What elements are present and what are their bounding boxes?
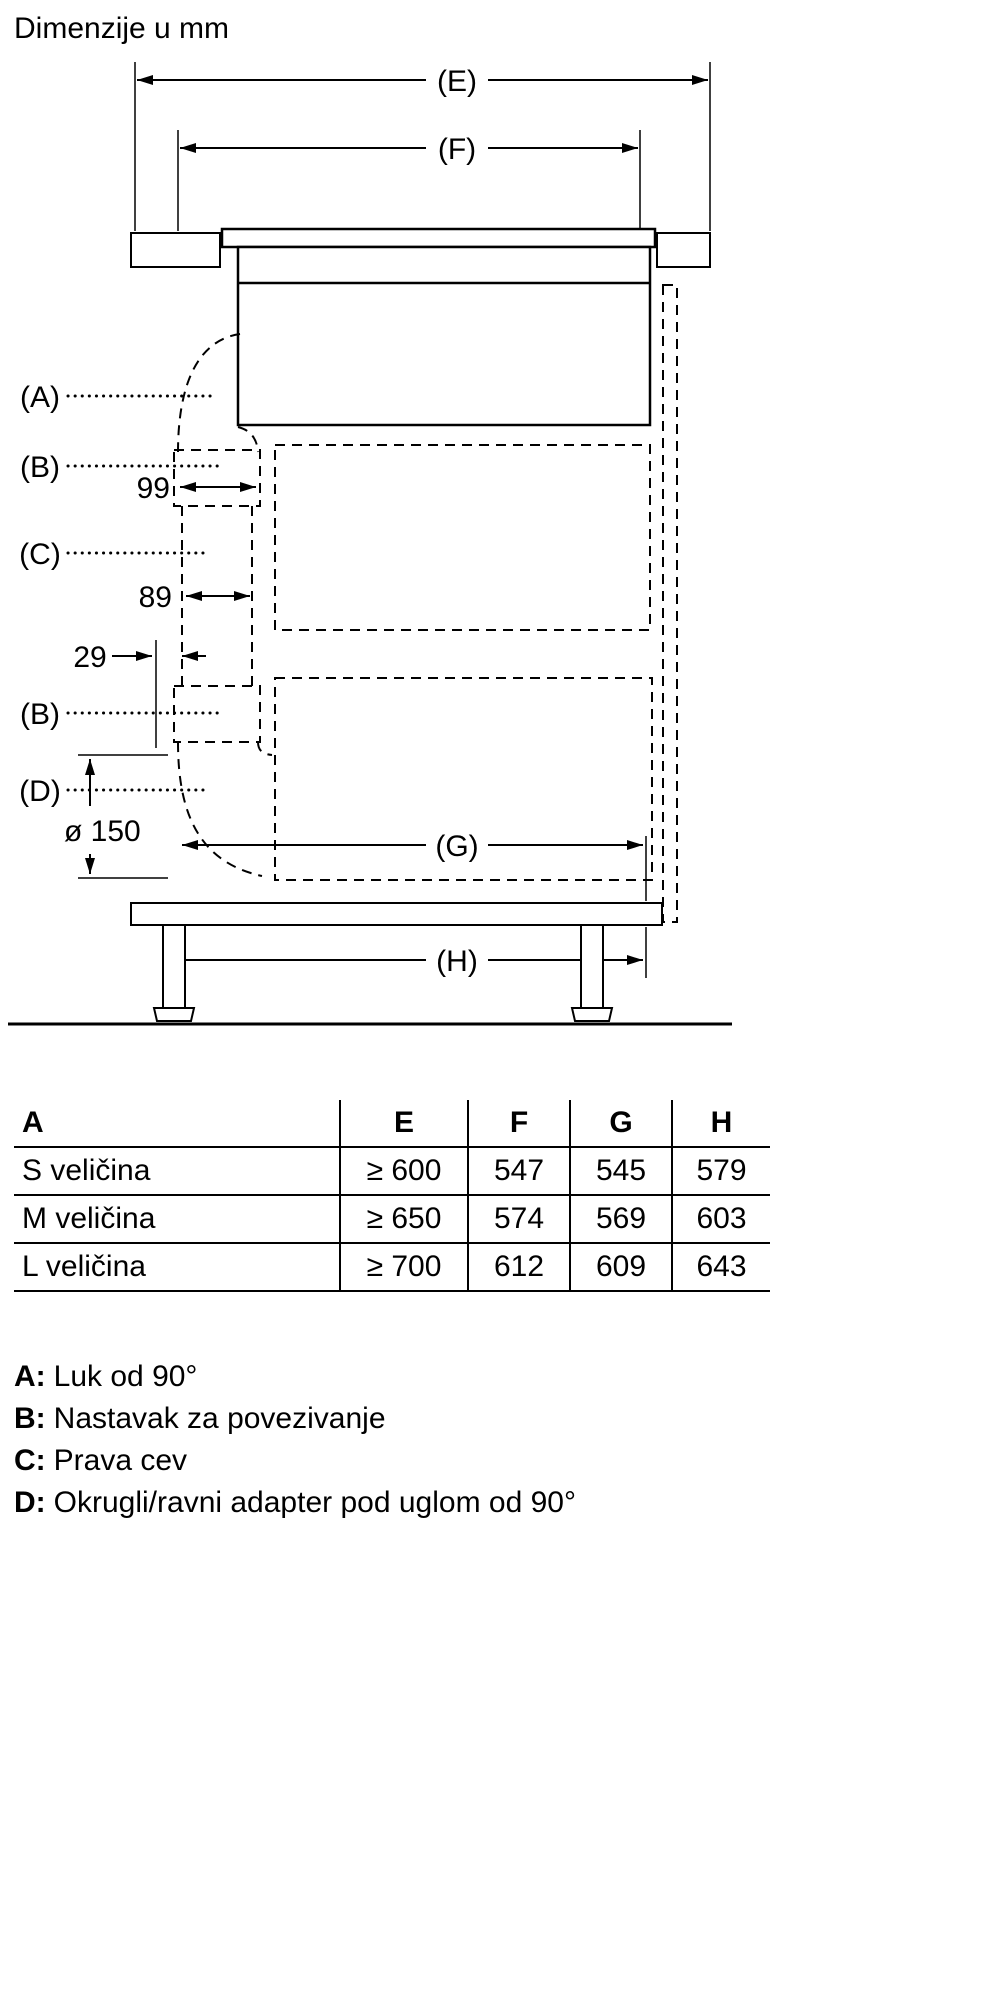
dimension-arrows (85, 75, 708, 965)
value-e: ≥ 650 (339, 1195, 468, 1244)
legend-item-b: B:Nastavak za povezivanje (14, 1398, 576, 1440)
table-row: S veličina ≥ 600 547 545 579 (14, 1147, 770, 1196)
left-foot (152, 1007, 196, 1022)
table-header-row: A E F G H (14, 1100, 770, 1148)
adapter-d-outer (177, 741, 263, 877)
label-c: (C) (19, 538, 61, 571)
elbow-a-outer (177, 333, 241, 453)
value-g: 609 (569, 1243, 672, 1292)
legend-text-d: Okrugli/ravni adapter pod uglom od 90° (53, 1486, 576, 1519)
value-f: 612 (467, 1243, 570, 1292)
cabinet-lower (274, 677, 653, 881)
worktop-and-hob (130, 227, 711, 427)
legend: A:Luk od 90° B:Nastavak za povezivanje C… (14, 1356, 576, 1524)
hob-glass (220, 227, 657, 249)
value-f: 547 (467, 1147, 570, 1196)
right-leg (580, 924, 604, 1009)
value-e: ≥ 700 (339, 1243, 468, 1292)
installation-diagram: (E) (F) (A) (B) 99 (C) 89 29 (B) (D) ø 1… (8, 62, 732, 1026)
value-h: 643 (671, 1243, 770, 1292)
label-b1: (B) (20, 451, 60, 484)
row-size-label: L veličina (14, 1243, 340, 1292)
legend-key-c: C: (14, 1444, 46, 1477)
legend-key-a: A: (14, 1360, 46, 1393)
legend-text-c: Prava cev (53, 1444, 188, 1477)
legend-item-a: A:Luk od 90° (14, 1356, 576, 1398)
table-row: M veličina ≥ 650 574 569 603 (14, 1195, 770, 1244)
page-title: Dimenzije u mm (14, 12, 230, 45)
dim-f-label: (F) (438, 133, 476, 166)
bottom-shelf (130, 902, 663, 926)
dim-29-label: 29 (73, 641, 106, 674)
dim-g-label: (G) (435, 830, 478, 863)
table-header-a: A (14, 1100, 340, 1148)
extension-lines (78, 62, 711, 978)
elbow-a-inner (237, 426, 259, 453)
table-header-g: G (569, 1100, 672, 1148)
dim-e-label: (E) (437, 65, 477, 98)
dim-diameter-label: ø 150 (64, 815, 141, 848)
left-leg (162, 924, 186, 1009)
right-foot (570, 1007, 614, 1022)
table-header-h: H (671, 1100, 770, 1148)
worktop-right (656, 232, 711, 268)
label-a: (A) (20, 381, 60, 414)
legend-key-d: D: (14, 1486, 46, 1519)
legend-key-b: B: (14, 1402, 46, 1435)
value-h: 603 (671, 1195, 770, 1244)
value-h: 579 (671, 1147, 770, 1196)
dimensions-table: A E F G H S veličina ≥ 600 547 545 579 M… (14, 1100, 770, 1292)
row-size-label: S veličina (14, 1147, 340, 1196)
label-d: (D) (19, 775, 61, 808)
value-g: 569 (569, 1195, 672, 1244)
value-f: 574 (467, 1195, 570, 1244)
duct-and-cabinet-dashed (173, 284, 678, 923)
table-header-e: E (339, 1100, 468, 1148)
dim-h-label: (H) (436, 945, 478, 978)
legend-item-d: D:Okrugli/ravni adapter pod uglom od 90° (14, 1482, 576, 1524)
connector-b1 (173, 449, 261, 507)
legend-item-c: C:Prava cev (14, 1440, 576, 1482)
legend-text-a: Luk od 90° (53, 1360, 198, 1393)
connector-b2 (173, 685, 261, 743)
hob-body (236, 245, 652, 427)
rear-channel (662, 284, 678, 923)
adapter-d-inner (257, 741, 273, 756)
label-leader-lines (66, 394, 220, 792)
value-e: ≥ 600 (339, 1147, 468, 1196)
legend-text-b: Nastavak za povezivanje (53, 1402, 386, 1435)
label-b2: (B) (20, 698, 60, 731)
base-and-legs (8, 902, 732, 1026)
table-row: L veličina ≥ 700 612 609 643 (14, 1243, 770, 1292)
value-g: 545 (569, 1147, 672, 1196)
dim-99-label: 99 (137, 472, 170, 505)
row-size-label: M veličina (14, 1195, 340, 1244)
worktop-left (130, 232, 221, 268)
cabinet-upper (274, 444, 651, 631)
dim-89-label: 89 (139, 581, 172, 614)
table-header-f: F (467, 1100, 570, 1148)
